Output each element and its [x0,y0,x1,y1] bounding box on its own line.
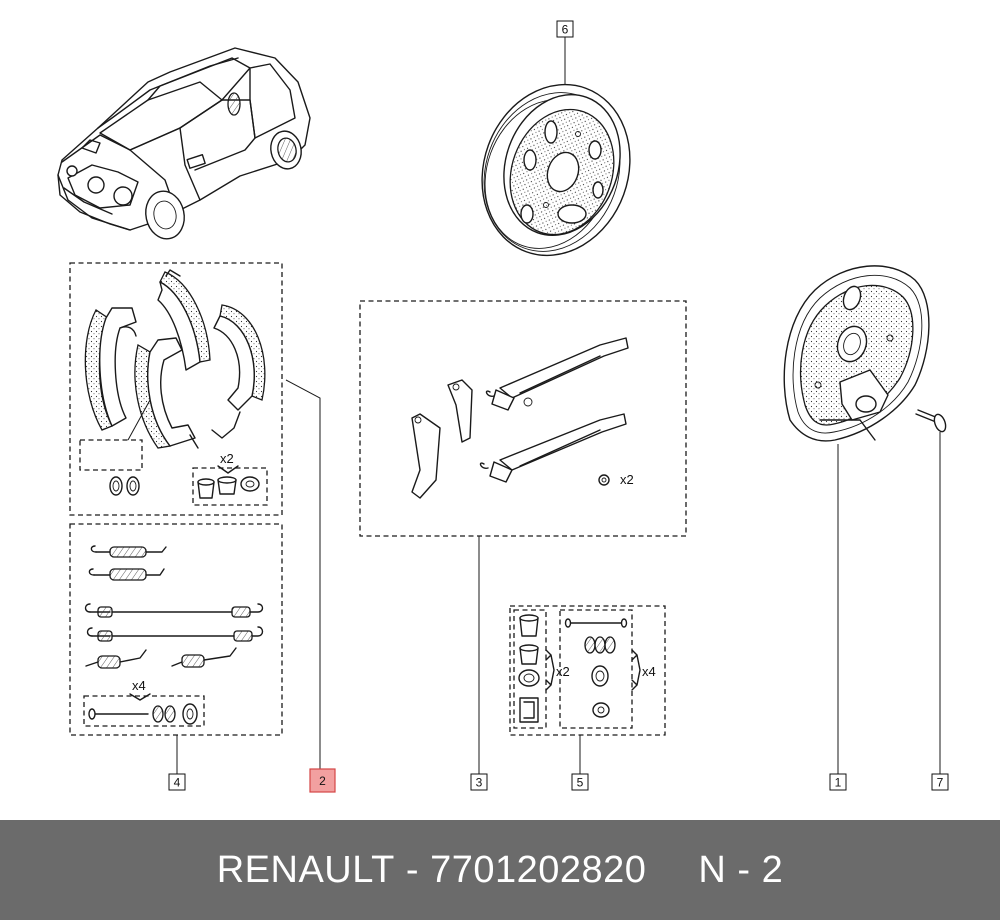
callout-1[interactable]: 1 [829,773,847,791]
kit-5-frame [509,605,666,736]
hardware-set [518,614,628,723]
part-number: 7701202820 [430,848,647,891]
svg-text:7: 7 [937,776,944,790]
qty-kit5-left: x2 [556,664,570,679]
backing-plate [783,265,930,442]
brake-shoe-set [84,269,266,449]
exploded-parts-diagram: x2 [57,20,949,793]
svg-text:4: 4 [174,776,181,790]
callout-7[interactable]: 7 [931,773,949,791]
plug-set-subframe [192,467,268,506]
part-number-banner: RENAULT - 7701202820 N - 2 [0,820,1000,920]
separator: - [394,848,431,891]
svg-text:5: 5 [577,776,584,790]
retaining-pin [915,409,947,433]
diagram-position: N - 2 [698,848,784,891]
kit-2-frame [69,262,283,516]
callout-6[interactable]: 6 [556,20,574,38]
svg-text:3: 3 [476,776,483,790]
kit-4-frame [69,523,283,736]
kit-3-frame [359,300,687,537]
kit-5-left-subframe [513,609,547,729]
qty-kit5-right: x4 [642,664,656,679]
qty-spring-pins: x4 [132,678,146,693]
shoe-plug-small-pair [109,476,140,496]
spring-pin-set [88,703,198,725]
callout-2[interactable]: 2 [309,768,336,793]
leader-lines [176,37,941,774]
svg-text:1: 1 [835,776,842,790]
svg-text:6: 6 [562,23,569,37]
kit-5-right-subframe [559,609,633,729]
callout-4[interactable]: 4 [168,773,186,791]
car-illustration [57,47,311,240]
plug-set [197,476,260,499]
callout-5[interactable]: 5 [571,773,589,791]
brand-name: RENAULT [216,848,395,891]
svg-text:2: 2 [319,774,326,788]
qty-adjuster-washer: x2 [620,472,634,487]
adjuster-set [411,337,629,499]
qty-shoe-plugs: x2 [220,451,234,466]
shoe-plug-subframe [79,439,143,471]
spring-pin-subframe [83,695,205,727]
callout-3[interactable]: 3 [470,773,488,791]
spring-set [84,545,264,669]
brake-drum [481,83,631,257]
